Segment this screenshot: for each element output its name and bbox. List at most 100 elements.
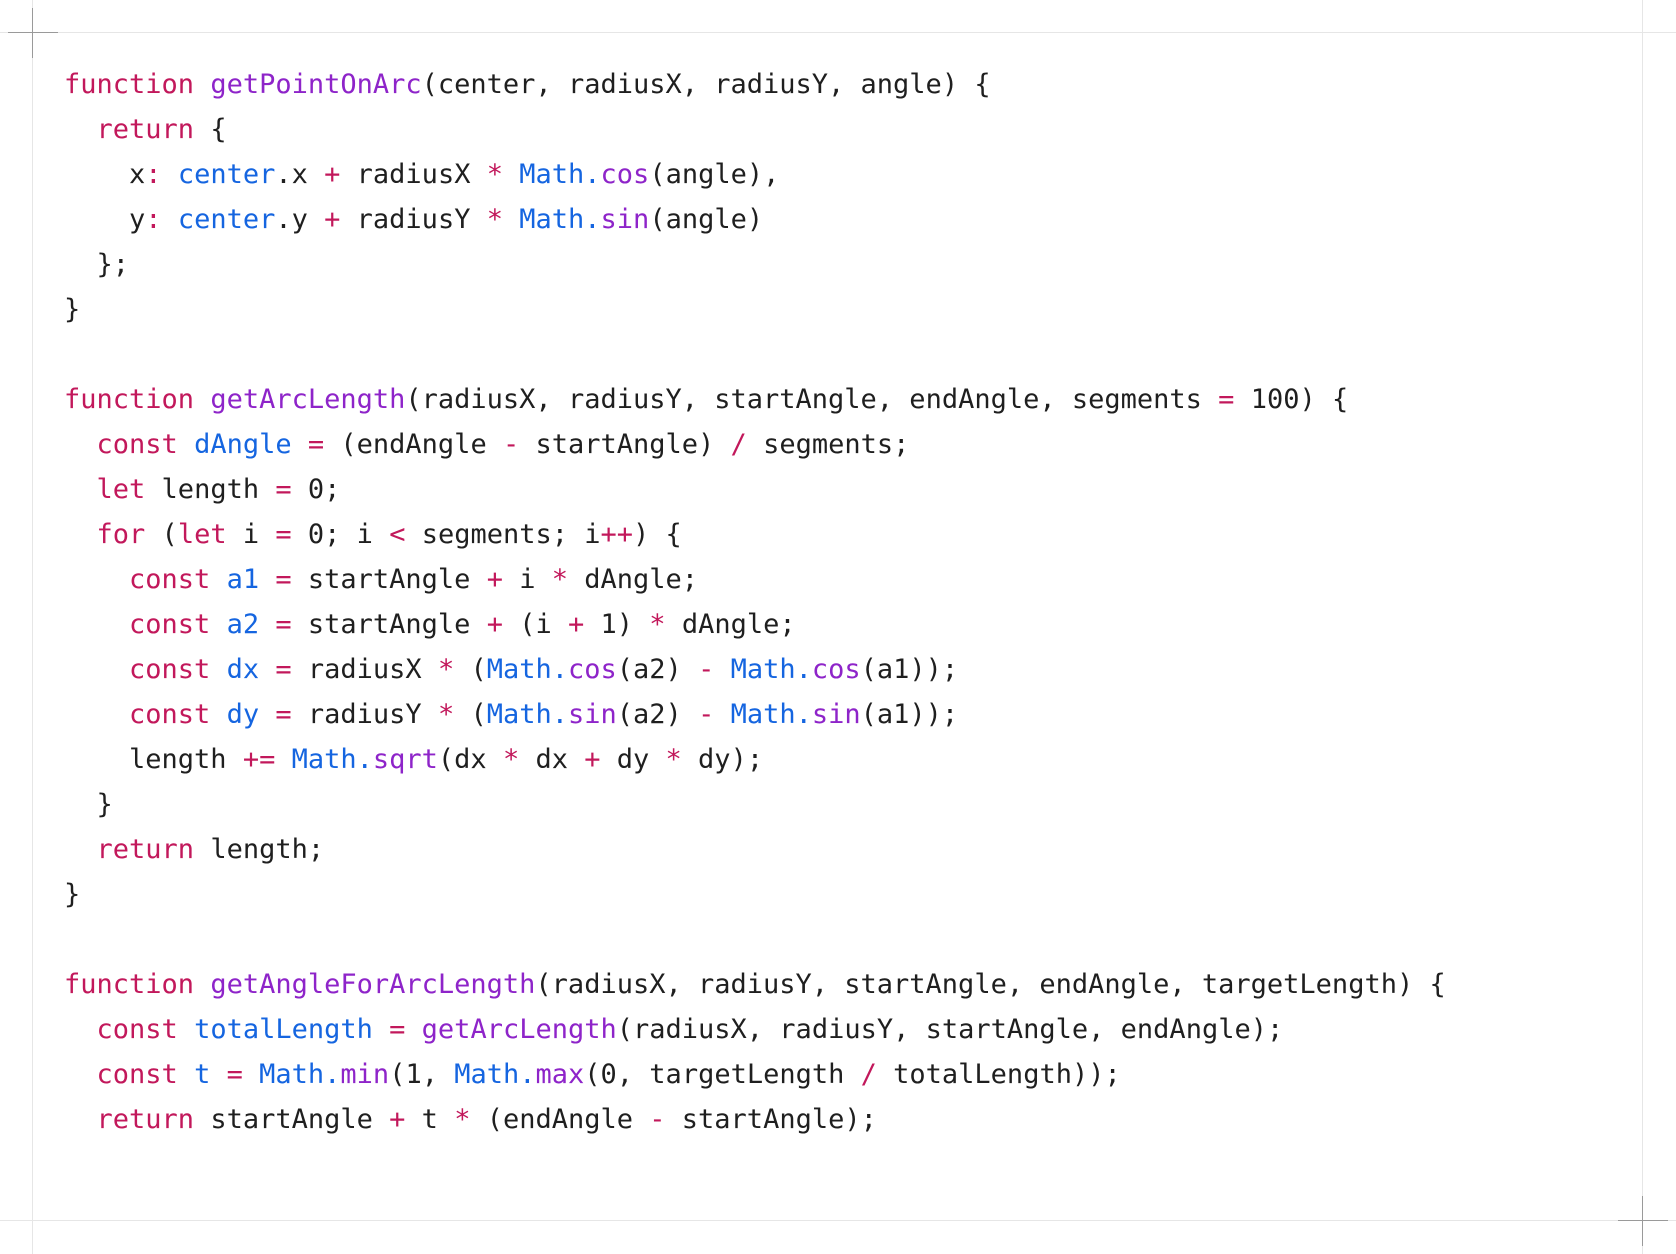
code-token: (1, (389, 1059, 455, 1090)
code-token: length; (194, 834, 325, 865)
code-token: getAngleForArcLength (210, 969, 536, 1000)
code-token (259, 654, 275, 685)
code-token (162, 159, 178, 190)
code-token: - (698, 699, 715, 730)
code-token (64, 834, 97, 865)
code-token (194, 969, 210, 1000)
code-token (64, 429, 97, 460)
code-token (243, 1059, 259, 1090)
code-token: }; (64, 249, 130, 280)
code-line: } (64, 872, 1446, 917)
code-token (64, 114, 97, 145)
code-token: t (194, 1059, 211, 1090)
code-token (64, 1014, 97, 1045)
code-token (64, 564, 129, 595)
code-token: Math. (519, 159, 601, 190)
code-token: (radiusX, radiusY, startAngle, endAngle,… (405, 384, 1219, 415)
code-token (373, 1014, 389, 1045)
code-token: += (242, 744, 276, 775)
code-token (405, 1014, 421, 1045)
code-token: Math. (730, 699, 812, 730)
code-token: ( (145, 519, 178, 550)
code-token: ++ (600, 519, 634, 550)
code-token (178, 1059, 194, 1090)
code-token: * (486, 159, 503, 190)
code-token: + (486, 564, 503, 595)
code-token: radiusX (291, 654, 438, 685)
code-block: function getPointOnArc(center, radiusX, … (64, 62, 1446, 1142)
code-token: - (502, 429, 520, 460)
code-token: radiusX (340, 159, 487, 190)
code-token: function (64, 384, 195, 415)
code-token: } (64, 789, 113, 820)
crop-mark-bottom-right-v (1642, 1196, 1643, 1246)
code-token: (center, radiusX, radiusY, angle) { (421, 69, 991, 100)
code-token: * (454, 1104, 471, 1135)
code-token (259, 609, 275, 640)
code-token: / (860, 1059, 877, 1090)
code-line: const a2 = startAngle + (i + 1) * dAngle… (64, 602, 1446, 647)
code-token: x (64, 159, 146, 190)
code-token: = (226, 1059, 243, 1090)
code-token: a1 (226, 564, 260, 595)
code-token: 0; (291, 474, 341, 505)
crop-mark-bottom-right-h (1618, 1220, 1668, 1221)
code-token (292, 429, 308, 460)
code-token (64, 699, 129, 730)
code-token (210, 654, 226, 685)
code-line: return { (64, 107, 1446, 152)
code-token: totalLength)); (876, 1059, 1121, 1090)
code-token: = (275, 474, 292, 505)
code-token: < (389, 519, 406, 550)
code-token: center (177, 204, 276, 235)
code-token: * (437, 699, 455, 730)
code-token: * (437, 654, 455, 685)
code-token (64, 474, 97, 505)
code-token: getArcLength (210, 384, 406, 415)
code-token: + (324, 204, 341, 235)
code-token: { (194, 114, 227, 145)
code-token: getArcLength (421, 1014, 617, 1045)
code-token: const (129, 699, 211, 730)
code-token: sqrt (372, 744, 438, 775)
code-line: return length; (64, 827, 1446, 872)
code-token: i (226, 519, 276, 550)
code-token: = (275, 564, 292, 595)
code-token: cos (811, 654, 861, 685)
code-token: radiusY (340, 204, 487, 235)
code-line: return startAngle + t * (endAngle - star… (64, 1097, 1446, 1142)
code-token: * (502, 744, 520, 775)
code-token: sin (600, 204, 650, 235)
top-guide-line (0, 32, 1676, 33)
code-token: a2 (226, 609, 260, 640)
code-token: + (389, 1104, 406, 1135)
code-token: const (96, 1014, 178, 1045)
code-token (210, 1059, 226, 1090)
code-token (64, 1059, 97, 1090)
code-token: const (129, 654, 211, 685)
code-token: segments; (746, 429, 910, 460)
code-token (64, 519, 97, 550)
code-token: (a1)); (860, 654, 959, 685)
code-line: let length = 0; (64, 467, 1446, 512)
code-token: const (129, 564, 211, 595)
code-token: = (1218, 384, 1235, 415)
code-token: (a1)); (860, 699, 959, 730)
code-token (714, 654, 730, 685)
code-line: length += Math.sqrt(dx * dx + dy * dy); (64, 737, 1446, 782)
code-token: max (535, 1059, 585, 1090)
code-token: (i (502, 609, 568, 640)
code-token: radiusY (291, 699, 438, 730)
code-token: dx (226, 654, 260, 685)
code-token: dy (600, 744, 666, 775)
code-token: = (275, 519, 292, 550)
code-token (64, 654, 129, 685)
code-token: + (486, 609, 503, 640)
code-token: Math. (259, 1059, 341, 1090)
code-token: / (730, 429, 747, 460)
code-token (162, 204, 178, 235)
code-line (64, 332, 1446, 377)
code-token (503, 159, 519, 190)
code-token: .x (275, 159, 325, 190)
code-token: length (145, 474, 276, 505)
